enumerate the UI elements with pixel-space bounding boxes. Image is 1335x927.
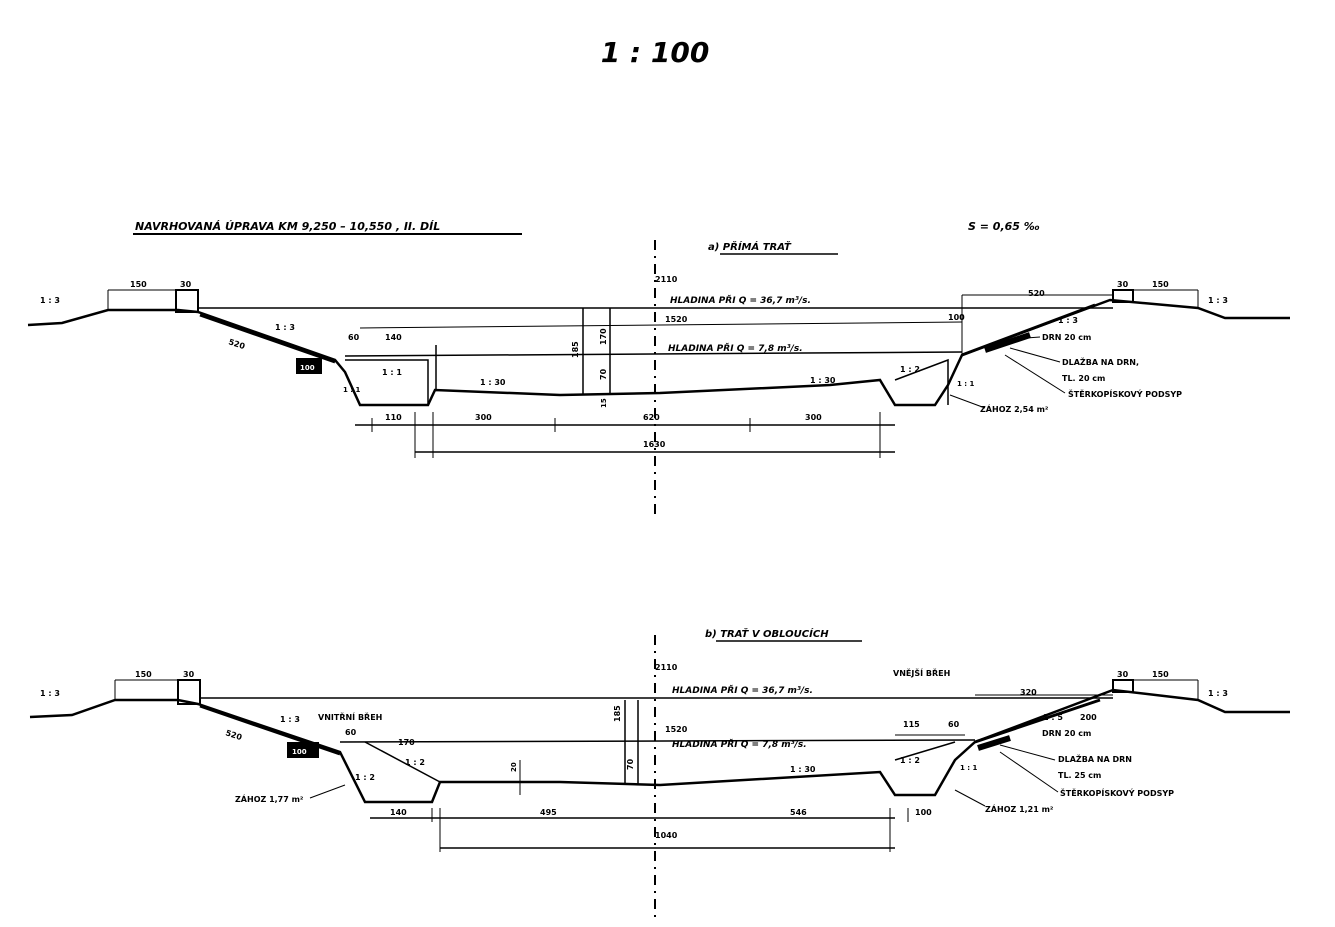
section-b-right-paving	[974, 698, 1101, 744]
b-paving-label: DLAŽBA NA DRN	[1058, 753, 1132, 764]
outer-bank-label: VNĚJŠÍ BŘEH	[893, 667, 950, 678]
b-center-elev-mid: 1520	[665, 725, 688, 734]
toe-slope-right: 1 : 1	[957, 380, 975, 388]
project-title: NAVRHOVANÁ ÚPRAVA KM 9,250 – 10,550 , II…	[135, 220, 440, 233]
dim-stone: 100	[300, 364, 315, 372]
section-a-left-stone	[296, 358, 322, 374]
b-toe-right-b: 1 : 1	[960, 764, 978, 772]
section-a-low-water-line	[344, 351, 963, 357]
center-elev-top: 2110	[655, 275, 678, 284]
toe-slope-left: 1 : 1	[343, 386, 361, 394]
b-v-dim-lower: 70	[626, 758, 635, 770]
dim-right-berm: 150	[1152, 280, 1169, 289]
b-center-elev-top: 2110	[655, 663, 678, 672]
toe-left-ratio: 1 : 1	[382, 368, 402, 377]
b-bank-slope-right: 1 : 5	[1043, 713, 1063, 722]
section-b-title: b) TRAŤ V OBLOUCÍCH	[705, 626, 829, 640]
b-toe-left: 1 : 2	[355, 773, 375, 782]
b-dim-step-right-a: 115	[903, 720, 920, 729]
b-dim-left-slope-len: 520	[224, 728, 243, 742]
b-dim-toe-right-bottom: 100	[915, 808, 932, 817]
dim-left-berm: 150	[130, 280, 147, 289]
section-a-left-paving	[199, 313, 336, 364]
section-b-profile	[29, 688, 1290, 804]
b-dim-step-right-b: 60	[948, 720, 960, 729]
b-v-dim-total: 185	[613, 705, 622, 722]
b-dim-step-left: 60	[345, 728, 357, 737]
b-dim-right-berm: 150	[1152, 670, 1169, 679]
b-dim-right-curb: 30	[1117, 670, 1129, 679]
b-dim-bottom-total: 1040	[655, 831, 678, 840]
v-dim-upper: 170	[599, 328, 608, 345]
b-v-dim-side: 20	[510, 762, 518, 772]
section-a-title: a) PŘÍMÁ TRAŤ	[708, 239, 792, 253]
b-bed-slope: 1 : 30	[790, 765, 816, 774]
b-dim-step-left-b: 170	[398, 738, 415, 747]
v-dim-bed: 15	[600, 398, 608, 408]
dim-right-slope-len: 520	[1028, 289, 1045, 298]
b-bank-slope-left: 1 : 3	[280, 715, 300, 724]
dim-berm-step-left: 60	[348, 333, 360, 342]
b-sod-label: DRN 20 cm	[1042, 729, 1091, 738]
section-b-low-water-line	[339, 739, 976, 743]
dim-right-curb: 30	[1117, 280, 1129, 289]
bed-slope-right: 1 : 30	[810, 376, 836, 385]
water-high-label: HLADINA PŘI Q = 36,7 m³/s.	[670, 295, 811, 306]
dim-left-curb: 30	[180, 280, 192, 289]
b-dim-left-curb: 30	[183, 670, 195, 679]
inner-bank-label: VNITŘNÍ BŘEH	[318, 711, 382, 722]
b-toe-left-b: 1 : 2	[405, 758, 425, 767]
b-right-slope-ratio: 1 : 3	[1208, 689, 1228, 698]
dim-berm-step-left-b: 140	[385, 333, 402, 342]
b-dim-right-slope-len: 320	[1020, 688, 1037, 697]
thickness-label: TL. 20 cm	[1062, 374, 1105, 383]
section-a-right-paving	[961, 303, 1096, 357]
sod-label: DRN 20 cm	[1042, 333, 1091, 342]
scale-label: 1 : 100	[601, 36, 710, 69]
dim-berm-step-right: 100	[948, 313, 965, 322]
left-slope-ratio: 1 : 3	[40, 296, 60, 305]
b-dim-bed-right: 546	[790, 808, 807, 817]
b-gravel-label: ŠTĚRKOPÍSKOVÝ PODSYP	[1060, 787, 1174, 798]
dim-bed-left: 300	[475, 413, 492, 422]
section-b: b) TRAŤ V OBLOUCÍCH 150 30 30 150 1 : 3	[29, 626, 1290, 852]
dim-bottom-total: 1630	[643, 440, 666, 449]
b-dim-toe-left-bottom: 140	[390, 808, 407, 817]
bank-slope-right: 1 : 3	[1058, 316, 1078, 325]
v-dim-total: 185	[571, 341, 580, 358]
b-thickness-label: TL. 25 cm	[1058, 771, 1101, 780]
b-toe-right: 1 : 2	[900, 756, 920, 765]
b-riprap-left-label: ZÁHOZ 1,77 m²	[235, 793, 304, 804]
water-low-label: HLADINA PŘI Q = 7,8 m³/s.	[668, 343, 803, 354]
bank-slope-left: 1 : 3	[275, 323, 295, 332]
section-a: a) PŘÍMÁ TRAŤ	[27, 239, 1290, 458]
center-elev-mid: 1520	[665, 315, 688, 324]
dim-bed-right: 300	[805, 413, 822, 422]
right-slope-ratio: 1 : 3	[1208, 296, 1228, 305]
riprap-label: ZÁHOZ 2,54 m²	[980, 403, 1049, 414]
section-a-left-curb	[175, 289, 199, 313]
paving-label: DLAŽBA NA DRN,	[1062, 356, 1139, 367]
dim-bed-center: 620	[643, 413, 660, 422]
toe-right-ratio: 1 : 2	[900, 365, 920, 374]
b-water-low-label: HLADINA PŘI Q = 7,8 m³/s.	[672, 739, 807, 750]
v-dim-lower: 70	[599, 368, 608, 380]
b-dim-bed-left: 495	[540, 808, 557, 817]
bed-slope-left: 1 : 30	[480, 378, 506, 387]
b-dim-left-berm: 150	[135, 670, 152, 679]
b-dim-stone: 100	[292, 748, 307, 756]
b-water-high-label: HLADINA PŘI Q = 36,7 m³/s.	[672, 685, 813, 696]
section-b-left-stone	[287, 742, 319, 758]
slope-gradient: S = 0,65 ‰	[968, 220, 1040, 233]
dim-left-slope-len: 520	[227, 337, 246, 351]
b-dim-right-200: 200	[1080, 713, 1097, 722]
b-riprap-right-label: ZÁHOZ 1,21 m²	[985, 803, 1054, 814]
b-left-slope-ratio: 1 : 3	[40, 689, 60, 698]
gravel-label: ŠTĚRKOPÍSKOVÝ PODSYP	[1068, 388, 1182, 399]
dim-toe-left-bottom: 110	[385, 413, 402, 422]
